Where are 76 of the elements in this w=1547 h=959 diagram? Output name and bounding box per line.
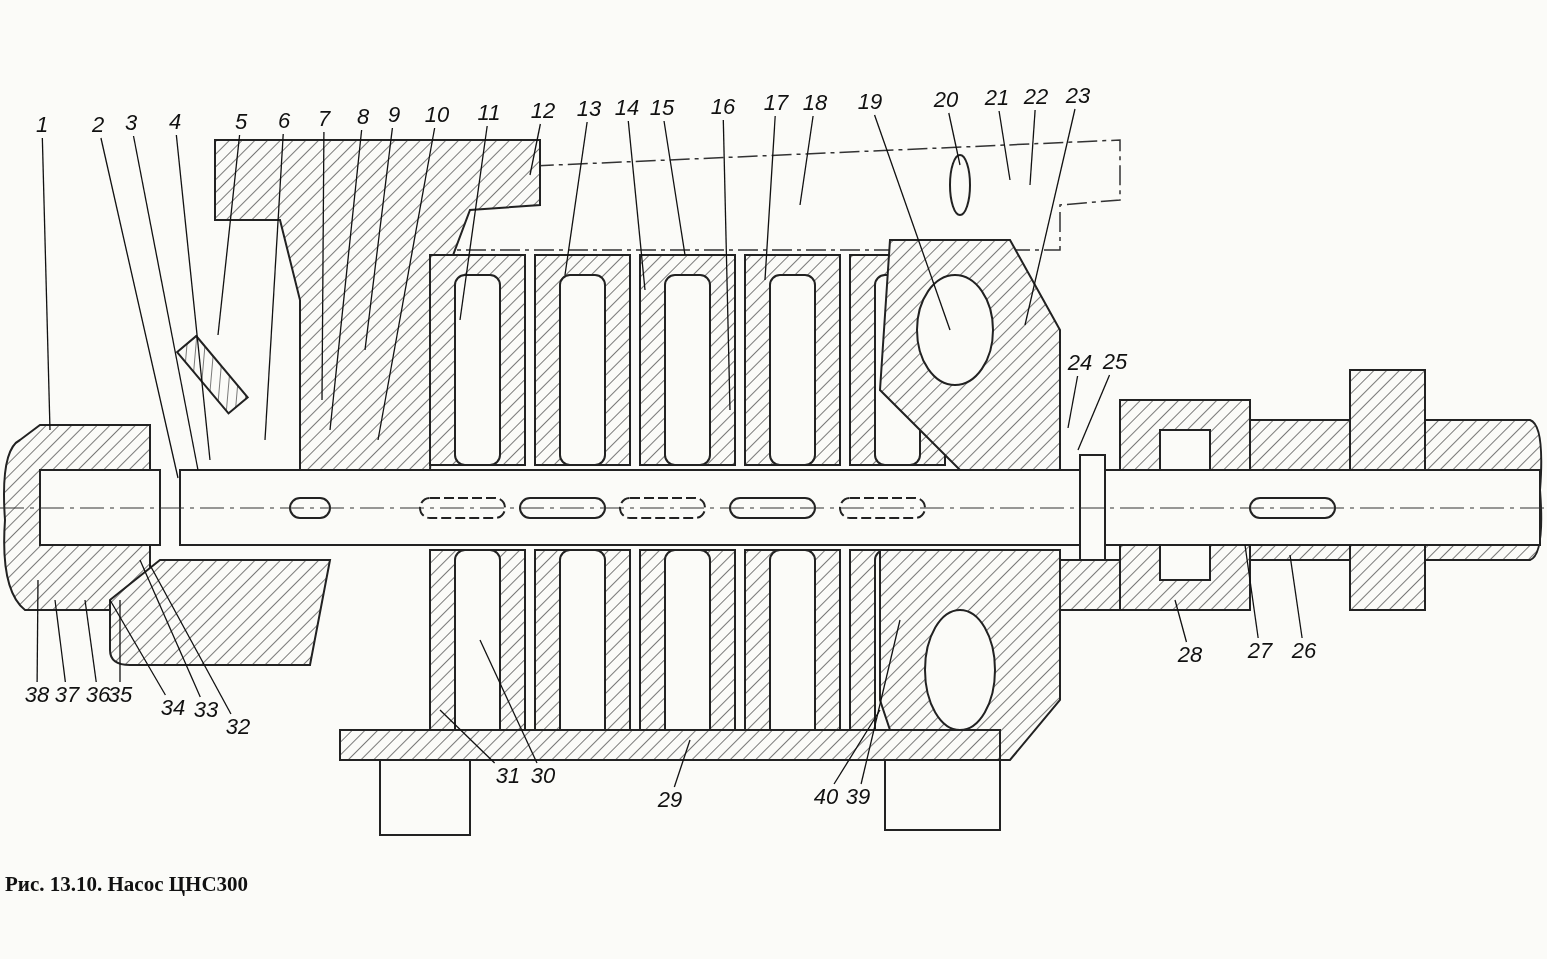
leader-line xyxy=(1244,544,1259,639)
leader-line xyxy=(377,127,436,441)
leader-line xyxy=(1024,108,1076,326)
callout-number: 13 xyxy=(574,97,604,121)
callout-number: 31 xyxy=(493,764,523,788)
callout-number: 4 xyxy=(166,110,184,134)
callout-number: 19 xyxy=(855,90,885,114)
leader-line xyxy=(54,599,66,683)
callout-number: 20 xyxy=(931,88,961,112)
callout-number: 34 xyxy=(158,696,188,720)
leader-line xyxy=(1289,554,1303,639)
callout-number: 25 xyxy=(1100,350,1130,374)
leader-line xyxy=(364,127,394,351)
leader-line xyxy=(321,131,325,401)
callout-number: 16 xyxy=(708,95,738,119)
leader-line xyxy=(1174,599,1188,643)
leader-line xyxy=(119,599,121,683)
leader-line xyxy=(948,112,961,166)
leader-line xyxy=(673,739,691,788)
leader-line xyxy=(722,119,731,411)
leader-line xyxy=(217,134,241,336)
callout-number: 39 xyxy=(843,785,873,809)
callout-number: 11 xyxy=(475,101,503,125)
leader-line xyxy=(84,599,97,683)
leader-line xyxy=(860,619,901,785)
callout-number: 33 xyxy=(191,698,221,722)
callout-number: 5 xyxy=(232,110,250,134)
leader-line xyxy=(564,121,588,276)
callout-number: 15 xyxy=(647,96,677,120)
leader-line xyxy=(627,120,646,291)
callout-number: 37 xyxy=(52,683,82,707)
callout-number: 24 xyxy=(1065,351,1095,375)
callout-number: 21 xyxy=(982,86,1012,110)
callout-number: 38 xyxy=(22,683,52,707)
leader-line xyxy=(1029,109,1036,186)
callout-number: 3 xyxy=(122,111,140,135)
leader-line xyxy=(264,133,284,441)
callout-number: 26 xyxy=(1289,639,1319,663)
leader-line xyxy=(1077,374,1111,451)
leader-line xyxy=(139,559,201,698)
leader-line xyxy=(663,120,686,256)
leader-line xyxy=(799,115,814,206)
leader-line xyxy=(109,599,167,696)
figure-caption: Рис. 13.10. Насос ЦНС300 xyxy=(5,872,249,897)
leader-line xyxy=(764,115,776,281)
callout-number: 32 xyxy=(223,715,253,739)
leader-line xyxy=(175,134,211,461)
leader-line xyxy=(329,129,363,431)
leader-line xyxy=(998,110,1011,181)
callout-number: 14 xyxy=(612,96,642,120)
callout-number: 8 xyxy=(354,105,372,129)
callout-number: 40 xyxy=(811,785,841,809)
callout-number: 9 xyxy=(385,103,403,127)
callout-number: 7 xyxy=(315,107,333,131)
callout-number: 1 xyxy=(33,113,51,137)
callout-number: 22 xyxy=(1021,85,1051,109)
callout-number: 27 xyxy=(1245,639,1275,663)
leader-line xyxy=(100,137,179,479)
callout-number: 12 xyxy=(528,99,558,123)
callout-number: 29 xyxy=(655,788,685,812)
callout-number: 18 xyxy=(800,91,830,115)
leader-line xyxy=(41,137,51,431)
leader-line xyxy=(36,579,39,683)
leader-line xyxy=(132,135,199,471)
callout-number: 17 xyxy=(761,91,791,115)
callout-number: 30 xyxy=(528,764,558,788)
leader-line xyxy=(1067,375,1079,429)
callout-number: 23 xyxy=(1063,84,1093,108)
callout-number: 28 xyxy=(1175,643,1205,667)
callout-number: 10 xyxy=(422,103,452,127)
leader-line xyxy=(833,709,881,785)
leader-line xyxy=(873,114,951,331)
callout-number: 2 xyxy=(89,113,107,137)
leader-line xyxy=(149,564,232,715)
leader-line xyxy=(439,709,496,764)
callout-number: 6 xyxy=(275,109,293,133)
